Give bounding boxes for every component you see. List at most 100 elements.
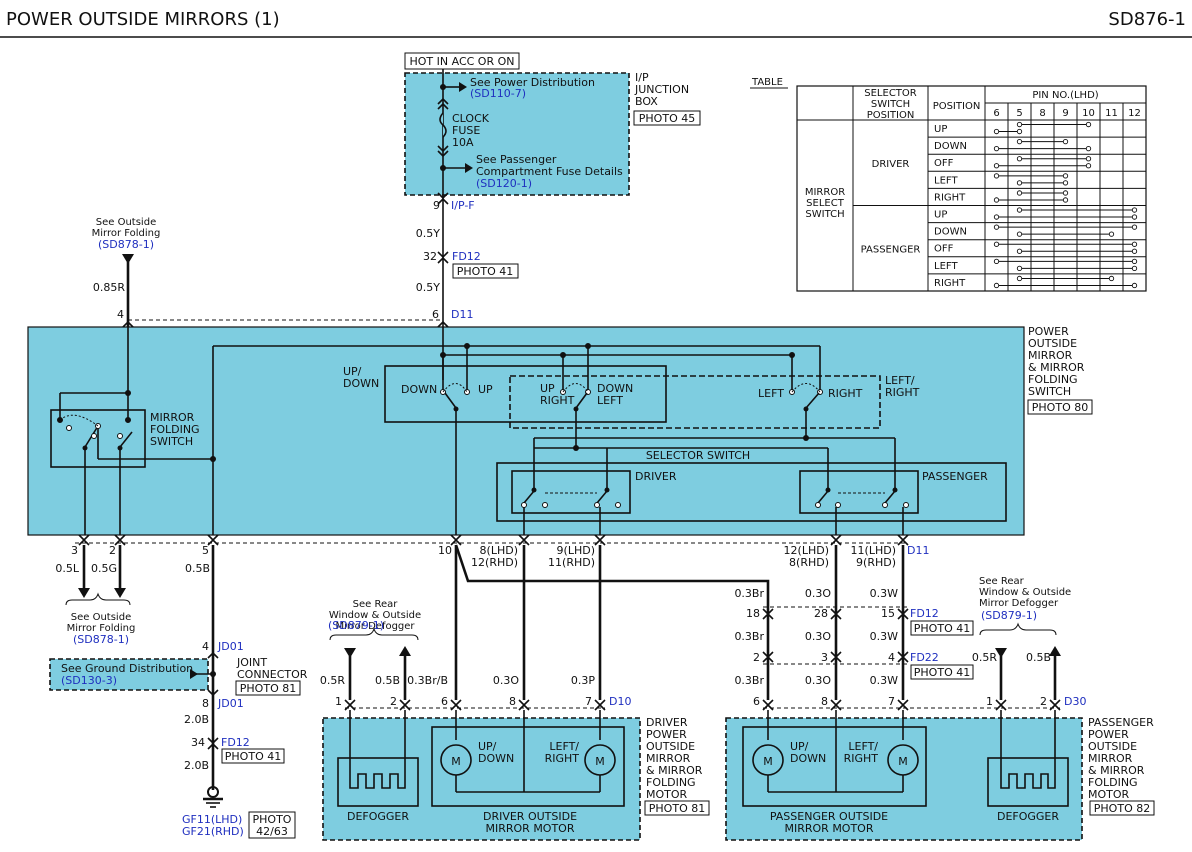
contact-dot bbox=[1062, 197, 1069, 203]
contact-dot bbox=[1062, 180, 1069, 186]
fd12-p2: 28 bbox=[814, 607, 828, 620]
left-folding-ref[interactable]: (SD878-1) bbox=[98, 238, 154, 251]
pass-wire-b2: 0.3O bbox=[805, 630, 831, 643]
table-pos-passenger-left: LEFT bbox=[934, 261, 958, 272]
top-wire-2: 0.5Y bbox=[416, 281, 440, 294]
table-pos-passenger-right: RIGHT bbox=[934, 278, 966, 289]
selector-driver: DRIVER bbox=[635, 470, 677, 483]
fd22-p2: 3 bbox=[821, 651, 828, 664]
contact-dot bbox=[1016, 248, 1023, 254]
drv-motor-photo: PHOTO 81 bbox=[649, 802, 705, 815]
see-power-ref[interactable]: (SD110-7) bbox=[470, 87, 526, 100]
page-title: POWER OUTSIDE MIRRORS (1) bbox=[6, 9, 280, 30]
drv-defogger-label: DEFOGGER bbox=[347, 810, 409, 823]
contact-dot bbox=[993, 163, 1000, 169]
pass-wire-a1: 0.3Br bbox=[734, 587, 764, 600]
contact-dot bbox=[1016, 190, 1023, 196]
drv-wire-05r: 0.5R bbox=[320, 674, 345, 687]
pin-header-12: 12 bbox=[1128, 108, 1141, 119]
drv-pin-8: 8 bbox=[509, 695, 516, 708]
updown-label: UP/DOWN bbox=[343, 365, 379, 390]
ipf-connector: I/P-F bbox=[451, 199, 475, 212]
pass-defog-ref[interactable]: (SD879-1) bbox=[981, 609, 1037, 622]
jd01-bottom-connector: JD01 bbox=[217, 697, 244, 710]
see-power-text: See Power Distribution bbox=[470, 76, 595, 89]
drv-connector: D10 bbox=[609, 695, 631, 708]
joint-connector-photo: PHOTO 81 bbox=[240, 682, 296, 695]
pin-header-5: 5 bbox=[1016, 108, 1022, 119]
contact-dot bbox=[1131, 214, 1138, 220]
drv-wire-05b: 0.5B bbox=[375, 674, 400, 687]
contact-dot bbox=[993, 258, 1000, 264]
d11-bottom-connector: D11 bbox=[907, 544, 929, 557]
pass-wire-b1: 0.3Br bbox=[734, 630, 764, 643]
pass-wire-05r: 0.5R bbox=[972, 651, 997, 664]
table-pos-driver-down: DOWN bbox=[934, 141, 967, 152]
table-group-driver: DRIVER bbox=[872, 159, 910, 170]
fd22-p1: 2 bbox=[753, 651, 760, 664]
contact-dot bbox=[1016, 231, 1023, 237]
bottom-folding-ref[interactable]: (SD878-1) bbox=[73, 633, 129, 646]
switch-module-photo: PHOTO 80 bbox=[1032, 401, 1088, 414]
table-pos-driver-left: LEFT bbox=[934, 175, 958, 186]
contact-dot bbox=[1062, 190, 1069, 196]
contact-dot bbox=[1016, 156, 1023, 162]
page-code: SD876-1 bbox=[1108, 9, 1186, 30]
pin-8-lhd: 8(LHD)12(RHD) bbox=[471, 544, 518, 569]
selector-switch-label: SELECTOR SWITCH bbox=[646, 449, 750, 462]
pass-pin-2: 2 bbox=[1040, 695, 1047, 708]
contact-dot bbox=[1085, 145, 1092, 152]
contact-dot bbox=[1016, 128, 1023, 135]
contact-dot bbox=[1016, 207, 1023, 213]
drv-pin-6: 6 bbox=[441, 695, 448, 708]
contact-dot bbox=[1016, 121, 1023, 128]
ground-gf: GF11(LHD)GF21(RHD) bbox=[182, 813, 244, 838]
pass-wire-c3: 0.3W bbox=[870, 674, 898, 687]
contact-dot bbox=[1062, 173, 1069, 179]
drv-defog-ref[interactable]: (SD879-1) bbox=[328, 619, 384, 632]
pin-12-lhd: 12(LHD)8(RHD) bbox=[784, 544, 829, 569]
pass-wire-b3: 0.3W bbox=[870, 630, 898, 643]
contact-dot bbox=[1108, 275, 1115, 282]
fd12-top-pin: 32 bbox=[423, 250, 437, 263]
pass-wire-05b: 0.5B bbox=[1026, 651, 1051, 664]
drv-wire-03o: 0.3O bbox=[493, 674, 519, 687]
drv-wire-03brb: 0.3Br/B bbox=[407, 674, 448, 687]
contact-dot bbox=[1131, 224, 1138, 230]
contact-dot bbox=[1131, 207, 1138, 213]
drv-leftright: LEFT/RIGHT bbox=[545, 740, 580, 765]
table-pos-passenger-down: DOWN bbox=[934, 227, 967, 238]
pin-9-lhd: 9(LHD)11(RHD) bbox=[548, 544, 595, 569]
pass-pin-1: 1 bbox=[986, 695, 993, 708]
pin-header-11: 11 bbox=[1105, 108, 1118, 119]
left-folding-pin: 4 bbox=[117, 308, 124, 321]
switch-down: DOWN bbox=[401, 383, 437, 396]
contact-dot bbox=[1016, 180, 1023, 186]
pass-motor-m2: M bbox=[898, 755, 908, 768]
contact-dot bbox=[1085, 121, 1092, 128]
see-passenger-ref[interactable]: (SD120-1) bbox=[476, 177, 532, 190]
fd22-connector: FD22 bbox=[910, 651, 939, 664]
table-caption: TABLE bbox=[751, 77, 783, 88]
pin-2: 2 bbox=[109, 544, 116, 557]
contact-dot bbox=[1016, 265, 1023, 271]
see-ground-ref[interactable]: (SD130-3) bbox=[61, 674, 117, 687]
pass-wire-c1: 0.3Br bbox=[734, 674, 764, 687]
switch-left: LEFT bbox=[758, 387, 784, 400]
pass-motor-photo: PHOTO 82 bbox=[1094, 802, 1150, 815]
pass-pin-8: 8 bbox=[821, 695, 828, 708]
pin-5: 5 bbox=[202, 544, 209, 557]
table-pos-driver-up: UP bbox=[934, 124, 947, 135]
contact-dot bbox=[993, 173, 1000, 179]
pass-motor-m1: M bbox=[763, 755, 773, 768]
contact-dot bbox=[1131, 258, 1138, 264]
fd12-top-photo: PHOTO 41 bbox=[457, 265, 513, 278]
